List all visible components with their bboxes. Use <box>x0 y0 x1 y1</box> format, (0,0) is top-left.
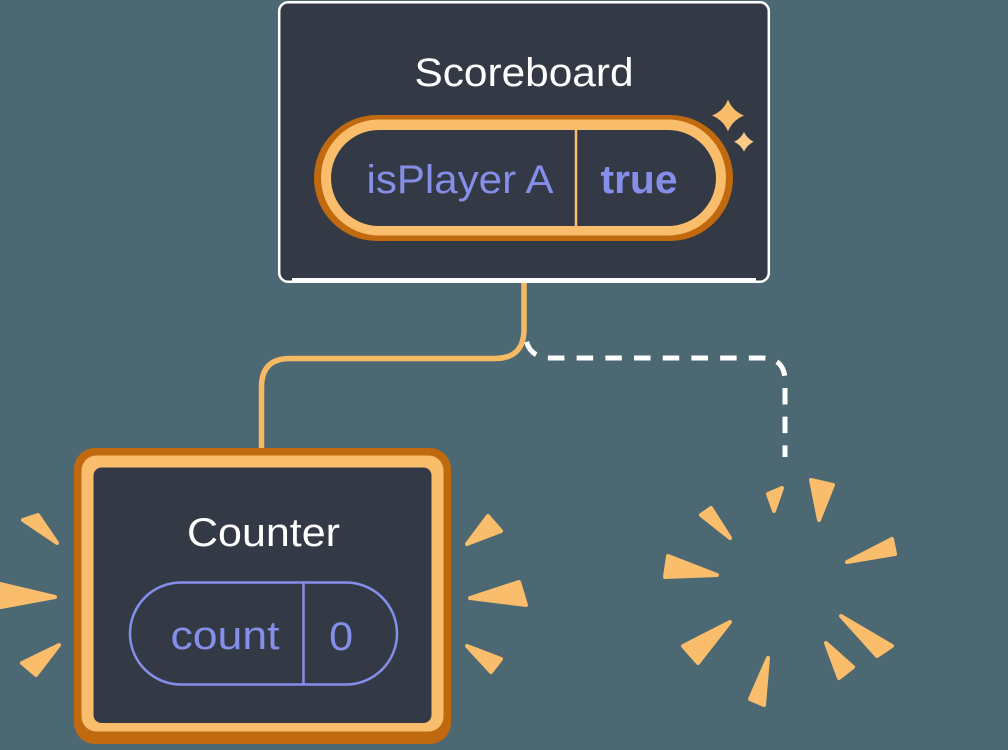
svg-text:true: true <box>601 158 678 202</box>
svg-text:isPlayer A: isPlayer A <box>367 158 554 202</box>
svg-text:Counter: Counter <box>187 511 340 555</box>
svg-text:count: count <box>171 614 280 658</box>
svg-text:0: 0 <box>329 615 353 659</box>
svg-text:Scoreboard: Scoreboard <box>415 51 634 95</box>
